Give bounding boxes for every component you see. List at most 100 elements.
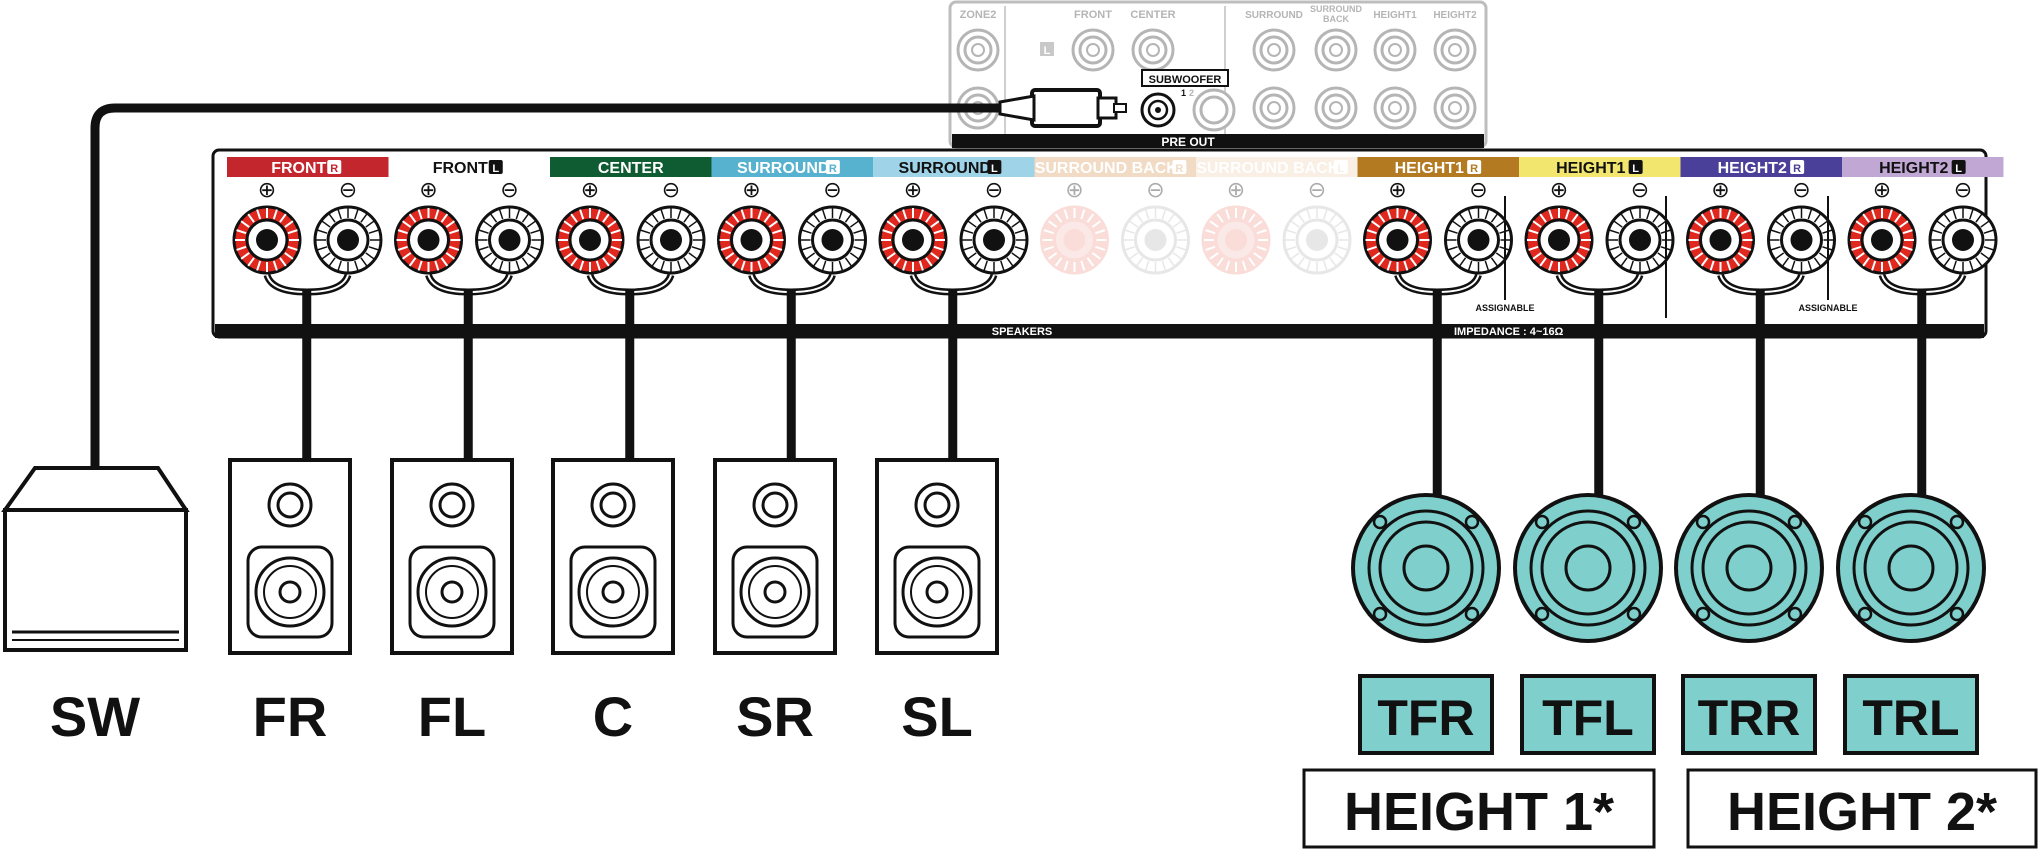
subwoofer-jack-pin [1155, 107, 1161, 113]
channel-label: SURROUND BACK [1196, 160, 1340, 177]
channel-side-box [327, 160, 342, 174]
ceiling-speaker [1513, 493, 1663, 643]
negative-terminal [636, 205, 706, 275]
plus-mark: ⊕ [1711, 178, 1729, 203]
channel-side-box [1467, 160, 1482, 174]
preout-jack [1314, 28, 1358, 72]
ceiling-speaker [1836, 493, 1986, 643]
positive-terminal [555, 205, 625, 275]
channel-header: HEIGHT2 R [1680, 157, 1842, 177]
plus-mark: ⊕ [1550, 178, 1568, 203]
plus-mark: ⊕ [258, 178, 276, 203]
preout-surround-label: SURROUND [1245, 10, 1303, 21]
plus-mark: ⊕ [1388, 178, 1406, 203]
speaker-terminal-pair: ⊕⊖ [1363, 178, 1513, 275]
channel-header: HEIGHT1 L [1519, 157, 1681, 177]
negative-terminal [798, 205, 867, 275]
negative-terminal [1444, 205, 1513, 275]
channel-label: HEIGHT1 [1556, 160, 1625, 177]
ceiling-speaker-labels: TFR TFL TRR TRL [1358, 674, 1979, 755]
subwoofer-speaker [1, 466, 190, 652]
preout-height1-label: HEIGHT1 [1373, 10, 1417, 21]
channel-side-box [1951, 160, 1966, 174]
preout-jack [956, 28, 1000, 72]
ceiling-speaker-tag: TFR [1358, 674, 1494, 755]
positive-terminal [394, 205, 463, 275]
speaker-cable [1555, 273, 1644, 500]
ceiling-speaker [1674, 493, 1824, 643]
preout-jack [1131, 28, 1175, 72]
negative-terminal [313, 205, 383, 275]
preout-jack [1373, 86, 1417, 130]
channel-label: SURROUND [737, 160, 829, 177]
preout-jack [1373, 28, 1417, 72]
negative-terminal [1767, 205, 1836, 275]
subwoofer-label: SUBWOOFER [1149, 74, 1222, 86]
channel-side-mark: R [1793, 163, 1801, 175]
minus-mark: ⊖ [662, 178, 680, 203]
preout-l-mark: L [1044, 45, 1051, 57]
negative-terminal [1605, 205, 1675, 275]
speaker-cable [909, 273, 998, 460]
channel-side-mark: R [1175, 163, 1183, 175]
floor-speaker-label: SW [50, 685, 140, 748]
ceiling-speakers [1351, 493, 1986, 643]
minus-mark: ⊖ [1631, 178, 1649, 203]
ceiling-speaker-label: TRL [1862, 690, 1959, 746]
channel-side-box [1172, 160, 1187, 174]
terminals: ⊕⊖⊕⊖⊕⊖⊕⊖⊕⊖⊕⊖⊕⊖⊕⊖⊕⊖⊕⊖⊕⊖ [232, 178, 1998, 275]
channel-side-box [987, 160, 1002, 174]
minus-mark: ⊖ [1792, 178, 1810, 203]
pre-out-label: PRE OUT [1161, 135, 1215, 149]
floor-speaker-cabinet [875, 458, 999, 655]
preout-jack [1433, 86, 1477, 130]
positive-terminal [1524, 205, 1594, 275]
channel-side-mark: L [1632, 163, 1639, 175]
channel-side-box [1628, 160, 1643, 174]
channel-label: FRONT [433, 160, 488, 177]
channel-side-box [825, 160, 840, 174]
speaker-terminal-pair: ⊕⊖ [717, 178, 867, 275]
speaker-cable [1878, 273, 1967, 500]
preout-zone2-label: ZONE2 [960, 9, 997, 21]
channel-label: CENTER [598, 160, 664, 177]
channel-header: CENTER [550, 157, 712, 177]
height-group-2: HEIGHT 2* [1686, 768, 2038, 849]
preout-jack [1433, 28, 1477, 72]
channel-label: SURROUND [899, 160, 991, 177]
speaker-cables [263, 273, 1967, 500]
negative-terminal [475, 205, 544, 275]
speaker-cable [1717, 273, 1805, 500]
positive-terminal [1040, 205, 1109, 275]
ceiling-speaker-label: TFL [1542, 690, 1634, 746]
ceiling-speaker-tag: TRR [1681, 674, 1817, 755]
sub-num-1: 1 [1181, 88, 1186, 98]
speaker-terminal-pair: ⊕⊖ [1040, 178, 1190, 275]
channel-label: HEIGHT2 [1718, 160, 1787, 177]
sub-num-2: 2 [1189, 88, 1194, 98]
channel-label: HEIGHT1 [1395, 160, 1464, 177]
floor-speaker-cabinet [551, 458, 675, 655]
minus-mark: ⊖ [1308, 178, 1326, 203]
speaker-terminal-pair: ⊕⊖ [394, 178, 544, 275]
channel-side-mark: R [1470, 163, 1478, 175]
speaker-cable [748, 273, 836, 460]
preout-jack [1071, 28, 1115, 72]
height-group-1: HEIGHT 1* [1302, 768, 1656, 849]
preout-center-label: CENTER [1130, 9, 1175, 21]
plus-mark: ⊕ [1065, 178, 1083, 203]
positive-terminal [1201, 205, 1271, 275]
plus-mark: ⊕ [742, 178, 760, 203]
speaker-terminal-pair: ⊕⊖ [1524, 178, 1675, 275]
assignable-label-1: ASSIGNABLE [1475, 303, 1534, 313]
preout-front-label: FRONT [1074, 9, 1112, 21]
floor-speaker-cabinet [228, 458, 352, 655]
